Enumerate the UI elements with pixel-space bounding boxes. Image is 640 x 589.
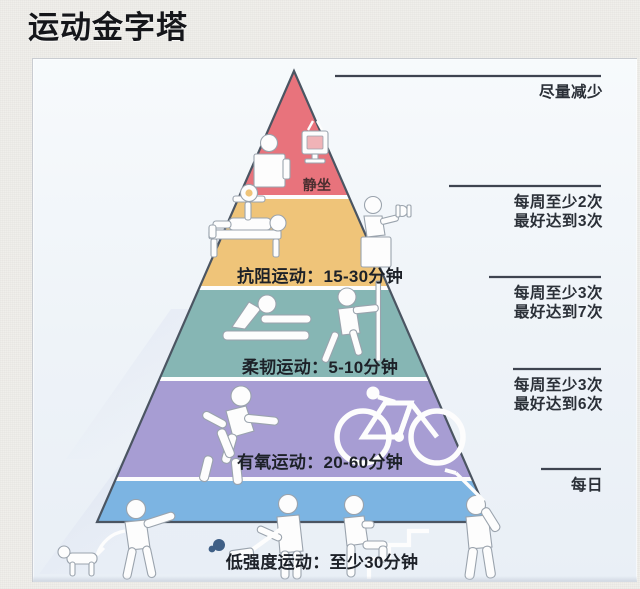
tier-caption-aerobic: 有氧运动：20-60分钟 <box>236 453 404 472</box>
card-bottom-edge <box>33 576 637 582</box>
tier-band-aerobic <box>97 380 491 480</box>
tier-caption-resistance: 抗阻运动：15-30分钟 <box>236 267 404 286</box>
tier-caption-low-intensity: 低强度运动：至少30分钟 <box>225 553 419 572</box>
title-bar: 运动金字塔 <box>0 0 640 58</box>
annotation-rules <box>335 74 601 471</box>
frequency-flexibility: 每周至少3次 最好达到7次 <box>513 285 603 321</box>
person-sitting-icon <box>253 133 291 188</box>
bicycle-icon <box>334 386 466 466</box>
tier-caption-sedentary: 静坐 <box>302 177 332 193</box>
tier-divider-2 <box>97 286 491 290</box>
frequency-low-intensity: 每日 <box>570 477 603 494</box>
seated-stretch-icon <box>222 294 312 341</box>
tier-divider-3 <box>97 377 491 381</box>
frequency-sedentary: 尽量减少 <box>538 84 603 101</box>
golf-swing-icon <box>444 468 501 580</box>
walking-dog-icon <box>57 498 176 580</box>
frequency-aerobic: 每周至少3次 最好达到6次 <box>513 377 603 413</box>
pyramid-icons <box>57 120 501 580</box>
exercise-pyramid-figure <box>57 68 601 580</box>
page-title: 运动金字塔 <box>28 10 188 45</box>
figure-card: 静坐 抗阻运动：15-30分钟 柔韧运动：5-10分钟 有氧运动：20-60分钟… <box>32 58 637 582</box>
tier-caption-flexibility: 柔韧运动：5-10分钟 <box>241 358 399 377</box>
tier-divider-4 <box>97 477 491 481</box>
television-icon <box>301 120 329 164</box>
dumbbell-curl-icon <box>360 195 412 268</box>
wall-stretch-icon <box>321 280 382 363</box>
frequency-resistance: 每周至少2次 最好达到3次 <box>513 194 603 230</box>
bench-press-icon <box>208 183 287 258</box>
runner-icon <box>199 385 279 486</box>
vacuuming-icon <box>208 493 304 580</box>
stair-climbing-icon <box>343 494 429 579</box>
tier-divider-1 <box>97 195 491 199</box>
